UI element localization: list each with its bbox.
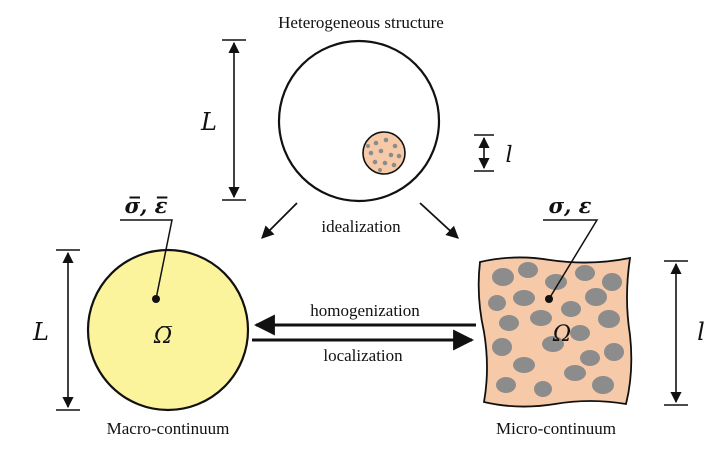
- macro-fields-label: σ̅, ε̅: [125, 193, 168, 218]
- top-title: Heterogeneous structure: [278, 13, 444, 32]
- left-L-label: L: [32, 318, 49, 346]
- macro-domain-label: Ω̅: [153, 324, 172, 349]
- left-L-dimension: [56, 249, 80, 411]
- micro-inclusions: [488, 262, 624, 397]
- micro-leader-line: [543, 219, 599, 300]
- top-l-label: l: [505, 143, 512, 168]
- idealization-label: idealization: [321, 217, 401, 236]
- localization-label: localization: [323, 346, 403, 365]
- macro-caption: Macro-continuum: [107, 419, 230, 438]
- idealization-arrow-right: [419, 202, 459, 239]
- micro-domain-label: Ω: [552, 322, 571, 347]
- right-l-dimension: [664, 260, 688, 406]
- right-l-label: l: [697, 318, 705, 346]
- macro-continuum-circle: [86, 248, 250, 412]
- top-l-dimension: [474, 134, 494, 172]
- macro-leader-line: [120, 219, 173, 300]
- micro-caption: Micro-continuum: [496, 419, 616, 438]
- rve-sample-dots: [366, 137, 402, 172]
- heterogeneous-structure-circle: [277, 39, 441, 203]
- micro-fields-label: σ, ε: [549, 193, 592, 218]
- top-L-dimension: [222, 39, 246, 201]
- top-L-label: L: [200, 108, 217, 136]
- idealization-arrow-left: [261, 202, 298, 239]
- homogenization-label: homogenization: [310, 301, 420, 320]
